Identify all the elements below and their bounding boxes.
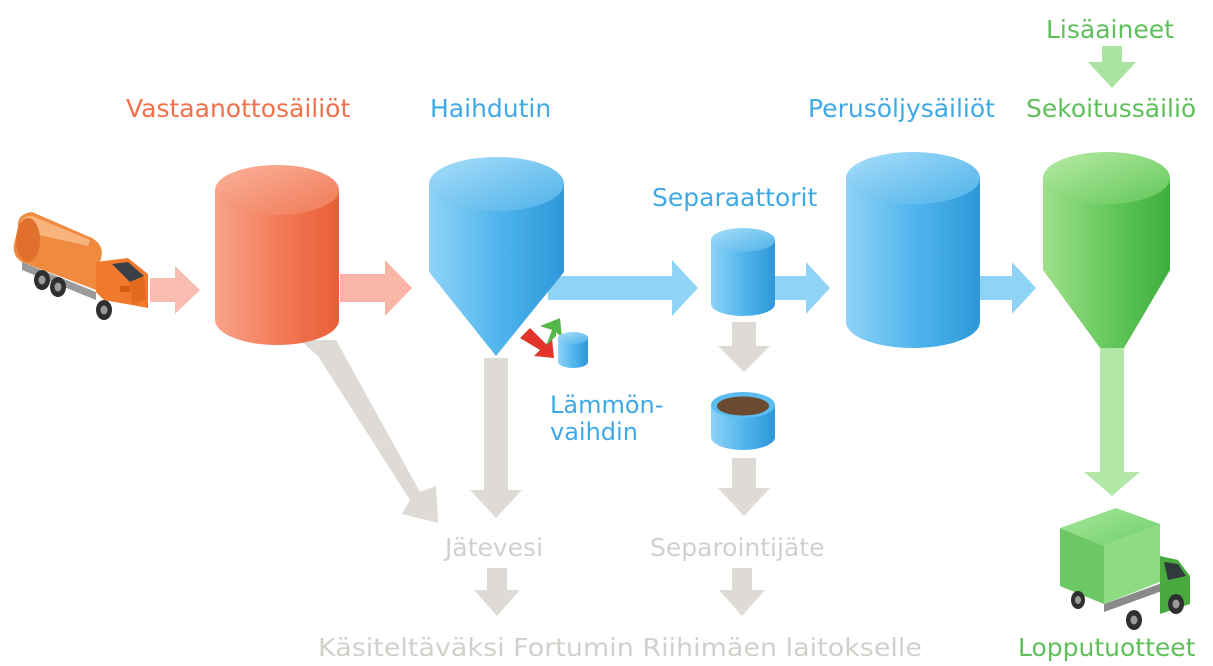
- truck-to-reception-arrow: [150, 266, 200, 314]
- evaporator-to-waste-arrow: [470, 358, 522, 518]
- reception-to-evaporator-arrow: [340, 260, 412, 316]
- base-oil-tanks-label: Perusöljysäiliöt: [808, 94, 995, 123]
- separator-tank: [711, 228, 775, 316]
- base-oil-tank: [846, 152, 980, 348]
- mixing-to-endproducts-arrow: [1084, 345, 1140, 496]
- treatment-destination-label: Käsiteltäväksi Fortumin Riihimäen laitok…: [318, 633, 922, 662]
- reception-to-waste-arrow: [300, 340, 438, 523]
- separation-waste-label: Separointijäte: [650, 533, 824, 562]
- heat-exchange-arrows: [520, 318, 562, 358]
- sludge-bowl: [711, 392, 775, 450]
- evaporator-to-separator-arrow: [548, 260, 698, 316]
- mixing-tank: [1043, 152, 1170, 348]
- baseoil-to-mixing-arrow: [980, 262, 1036, 314]
- waste-flow-arrows: [300, 322, 770, 616]
- heat-exchanger-label-line2: vaihdin: [550, 418, 638, 446]
- sludge-to-waste-arrow: [718, 458, 770, 516]
- additives-to-mixing-arrow: [1088, 46, 1136, 88]
- waste-water-label: Jätevesi: [443, 533, 543, 562]
- separators-label: Separaattorit: [652, 183, 817, 212]
- wastewater-to-destination-arrow: [474, 568, 520, 616]
- green-box-truck-icon: [1060, 508, 1190, 630]
- separator-to-baseoil-arrow: [774, 262, 830, 314]
- mixing-tank-label: Sekoitussäiliö: [1026, 94, 1196, 123]
- reception-tanks-label: Vastaanottosäiliöt: [126, 94, 350, 123]
- additives-label: Lisäaineet: [1046, 15, 1174, 44]
- heat-exchanger-tank: [558, 332, 588, 368]
- separationwaste-to-destination-arrow: [719, 568, 765, 616]
- separator-to-sludge-arrow: [718, 322, 770, 372]
- orange-tanker-truck-icon: [13, 212, 148, 320]
- end-products-label: Lopputuotteet: [1018, 633, 1196, 662]
- evaporator-tank: [429, 157, 564, 356]
- reception-tank: [215, 165, 339, 345]
- heat-exchanger-label-line1: Lämmön-: [550, 391, 663, 419]
- evaporator-label: Haihdutin: [430, 94, 551, 123]
